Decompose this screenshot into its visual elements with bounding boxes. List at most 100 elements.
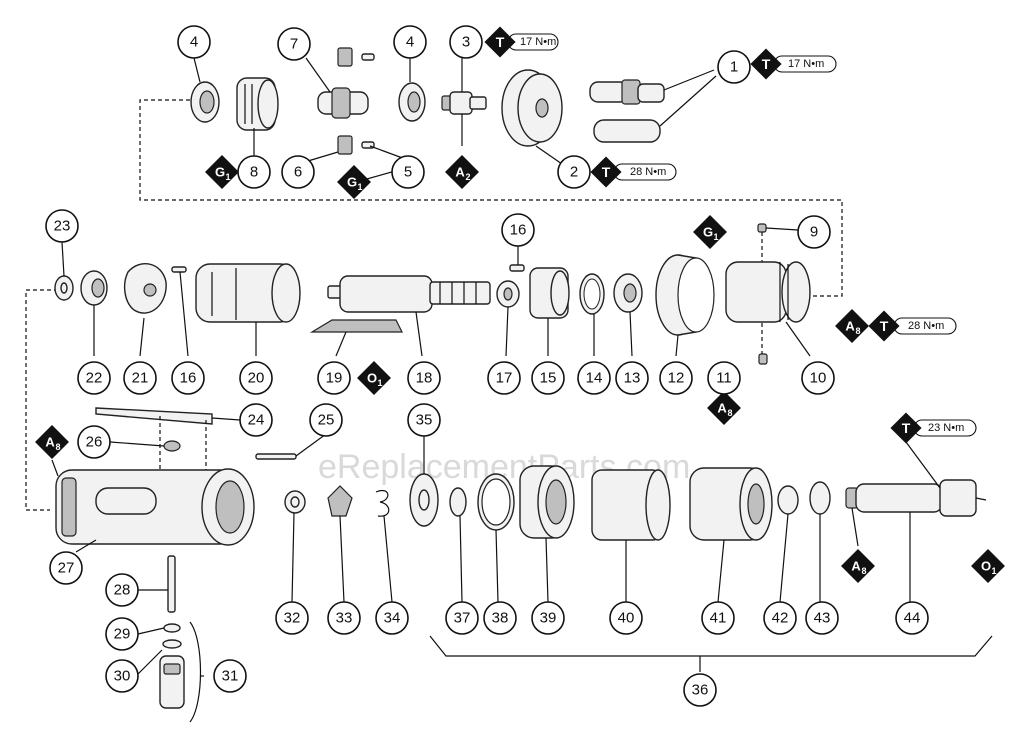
part-25-pin	[255, 453, 297, 460]
svg-text:16: 16	[510, 222, 527, 239]
svg-text:1: 1	[730, 59, 738, 76]
svg-text:T: T	[602, 164, 611, 180]
svg-text:4: 4	[406, 34, 414, 51]
svg-text:9: 9	[810, 224, 818, 241]
svg-text:17: 17	[496, 370, 513, 387]
svg-text:T: T	[880, 318, 889, 334]
svg-text:13: 13	[624, 370, 641, 387]
svg-text:33: 33	[336, 610, 353, 627]
svg-text:4: 4	[190, 34, 198, 51]
callout-37: 37	[445, 601, 479, 635]
svg-text:T: T	[496, 34, 505, 50]
svg-text:6: 6	[294, 164, 302, 181]
svg-text:23: 23	[54, 218, 71, 235]
leader-41	[717, 539, 725, 603]
svg-text:28 N•m: 28 N•m	[908, 320, 944, 332]
part-16-pin-right	[509, 264, 525, 272]
svg-text:18: 18	[416, 370, 433, 387]
callout-10: 10	[801, 361, 835, 395]
callout-42: 42	[763, 601, 797, 635]
leader-19	[335, 331, 347, 357]
callout-17: 17	[487, 361, 521, 395]
callout-29: 29	[105, 617, 139, 651]
svg-text:8: 8	[855, 326, 860, 336]
grease-symbol-9: G 1	[693, 215, 727, 249]
part-17-bearing	[496, 280, 520, 308]
svg-text:15: 15	[540, 370, 557, 387]
leader-1	[659, 69, 717, 127]
part-10-front-housing	[725, 261, 811, 323]
part-38-ring	[477, 473, 515, 531]
svg-text:36: 36	[692, 682, 709, 699]
svg-text:28 N•m: 28 N•m	[630, 166, 666, 178]
svg-text:G: G	[703, 225, 713, 240]
part-4-bearing-left	[190, 81, 220, 123]
part-9-screw-small	[757, 223, 767, 233]
callout-6: 6	[281, 155, 315, 189]
svg-text:28: 28	[114, 582, 131, 599]
svg-text:8: 8	[250, 164, 258, 181]
callout-8: 8	[237, 155, 271, 189]
svg-text:42: 42	[772, 610, 789, 627]
leader-32	[291, 512, 295, 603]
svg-text:T: T	[902, 420, 911, 436]
part-34-spring	[375, 490, 390, 517]
callout-32: 32	[275, 601, 309, 635]
callout-14: 14	[577, 361, 611, 395]
svg-text:7: 7	[290, 36, 298, 53]
part-19-vane	[309, 319, 403, 333]
callout-28: 28	[105, 573, 139, 607]
callout-15: 15	[531, 361, 565, 395]
callout-34: 34	[375, 601, 409, 635]
svg-text:8: 8	[861, 566, 866, 576]
svg-text:5: 5	[404, 164, 412, 181]
callout-24: 24	[239, 403, 273, 437]
svg-text:1: 1	[713, 232, 718, 242]
leader-o1-right	[975, 497, 987, 501]
leader-a8-44	[851, 507, 859, 547]
callout-36: 36	[683, 673, 717, 707]
svg-text:39: 39	[540, 610, 557, 627]
svg-text:8: 8	[727, 408, 732, 418]
svg-text:29: 29	[114, 626, 131, 643]
part-24-lever	[95, 407, 213, 425]
part-8-cylinder-cage	[236, 77, 279, 131]
leader-16a	[179, 271, 189, 357]
callout-4-left: 4	[177, 25, 211, 59]
part-16-pin-left	[171, 266, 187, 273]
svg-text:24: 24	[248, 412, 265, 429]
svg-text:O: O	[981, 559, 991, 574]
adhesive-symbol-10: A 8	[835, 309, 869, 343]
svg-text:A: A	[717, 401, 727, 416]
svg-text:22: 22	[86, 370, 103, 387]
svg-text:A: A	[845, 319, 855, 334]
callout-30: 30	[105, 659, 139, 693]
part-4-bearing-right	[398, 82, 426, 122]
part-12-housing-ring	[655, 254, 715, 336]
callout-40: 40	[609, 601, 643, 635]
callout-22: 22	[77, 361, 111, 395]
svg-text:12: 12	[668, 370, 685, 387]
leader-t44	[905, 441, 941, 489]
svg-text:G: G	[215, 165, 225, 180]
svg-text:32: 32	[284, 610, 301, 627]
part-2-flange	[501, 69, 563, 147]
part-22-bearing	[80, 270, 108, 306]
callout-20: 20	[239, 361, 273, 395]
part-41-gear-housing	[689, 467, 773, 541]
part-14-ring	[579, 273, 605, 315]
callout-13: 13	[615, 361, 649, 395]
torque-pill-1: 17 N•m	[773, 55, 837, 73]
leader-25	[295, 433, 327, 457]
leader-17	[505, 306, 509, 357]
svg-text:37: 37	[454, 610, 471, 627]
part-29-oring	[163, 623, 181, 633]
leader-10	[785, 321, 811, 357]
svg-text:1: 1	[225, 172, 230, 182]
assembly-dashed-line-top	[139, 99, 843, 297]
torque-pill-3: 17 N•m	[507, 33, 559, 51]
svg-text:17 N•m: 17 N•m	[788, 58, 824, 70]
part-7-gear-assembly	[317, 47, 375, 155]
svg-text:10: 10	[810, 370, 827, 387]
